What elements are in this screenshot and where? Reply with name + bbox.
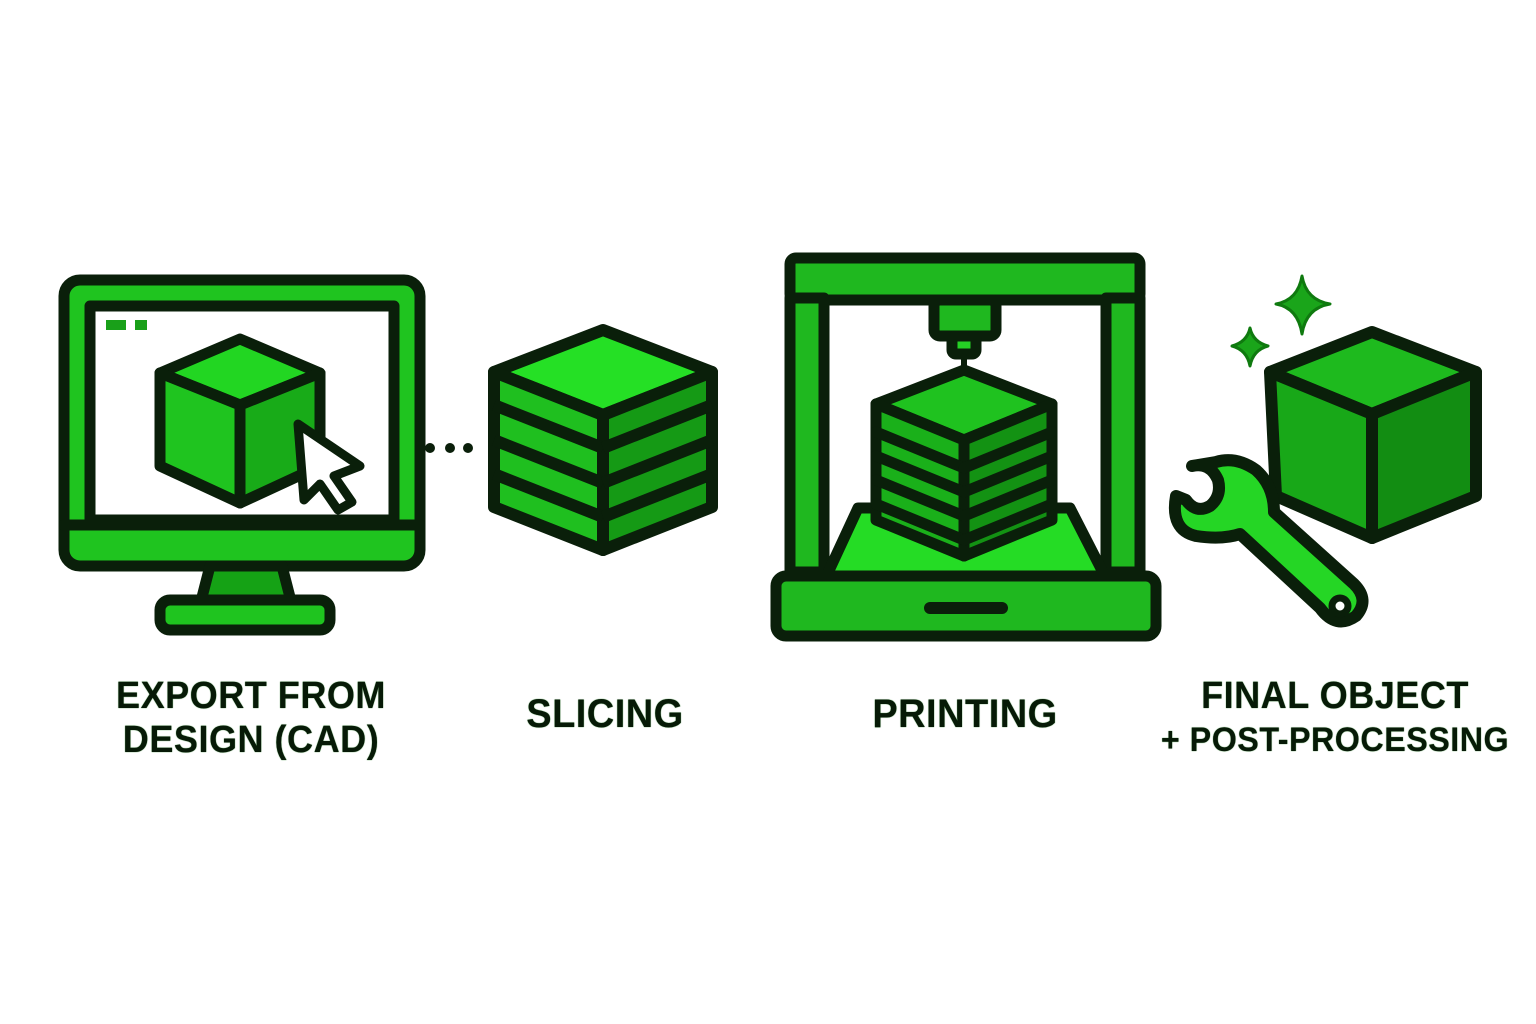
step-label-printing: PRINTING: [872, 692, 1058, 736]
step-label-slicing: SLICING: [526, 692, 684, 736]
wrench-icon: [1169, 454, 1369, 628]
sliced-cube-icon: [488, 324, 718, 556]
monitor-cube-cursor-icon: [58, 274, 426, 636]
step-label-export: EXPORT FROM DESIGN (CAD): [116, 675, 386, 761]
step-label-final: FINAL OBJECT + POST-PROCESSING: [1160, 675, 1510, 759]
dotted-connector: [425, 443, 473, 453]
sparkle-large-icon: [1274, 274, 1332, 336]
cube-wrench-sparkles-icon: [1169, 274, 1482, 628]
3d-printer-icon: [770, 252, 1162, 642]
sparkle-small-icon: [1230, 326, 1270, 368]
